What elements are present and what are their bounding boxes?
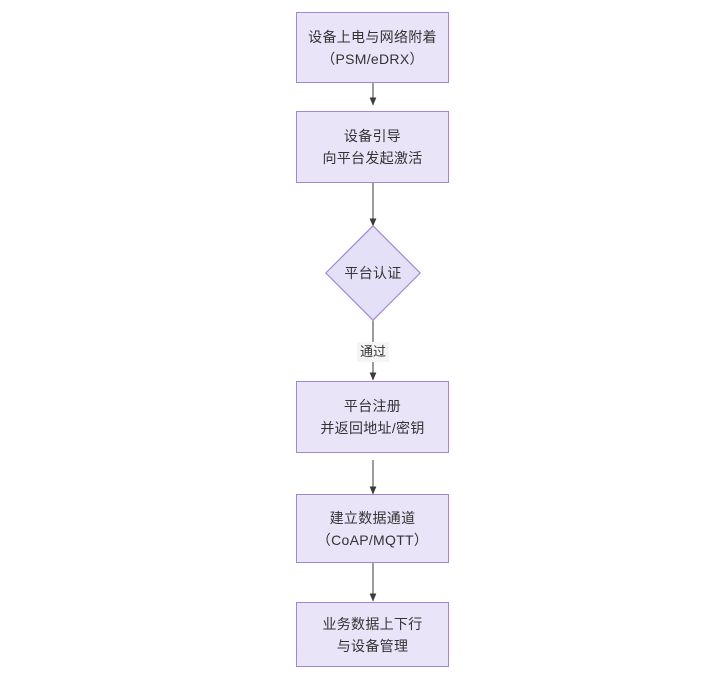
node-platform-register-line-1: 平台注册 [343, 398, 402, 414]
diamond-shape-icon [325, 225, 421, 321]
node-power-on[interactable]: 设备上电与网络附着 （PSM/eDRX） [296, 12, 449, 83]
node-bootstrap[interactable]: 设备引导 向平台发起激活 [296, 111, 449, 183]
node-bootstrap-line-1: 设备引导 [343, 128, 402, 144]
node-data-channel-line-2: （CoAP/MQTT） [316, 531, 429, 548]
node-power-on-line-2: （PSM/eDRX） [321, 50, 424, 67]
node-data-channel[interactable]: 建立数据通道 （CoAP/MQTT） [296, 494, 449, 563]
node-service-data[interactable]: 业务数据上下行 与设备管理 [296, 602, 449, 667]
node-power-on-line-1: 设备上电与网络附着 [308, 28, 437, 45]
node-platform-register-line-2: 并返回地址/密钥 [320, 420, 425, 436]
node-service-data-line-2: 与设备管理 [336, 637, 409, 654]
node-platform-auth[interactable]: 平台认证 [325, 225, 421, 321]
node-platform-auth-label: 平台认证 [344, 265, 402, 281]
node-platform-register[interactable]: 平台注册 并返回地址/密钥 [296, 381, 449, 453]
node-bootstrap-line-2: 向平台发起激活 [322, 150, 423, 166]
edge-label-pass: 通过 [356, 342, 390, 362]
node-service-data-line-1: 业务数据上下行 [322, 615, 423, 632]
node-data-channel-line-1: 建立数据通道 [329, 509, 416, 526]
